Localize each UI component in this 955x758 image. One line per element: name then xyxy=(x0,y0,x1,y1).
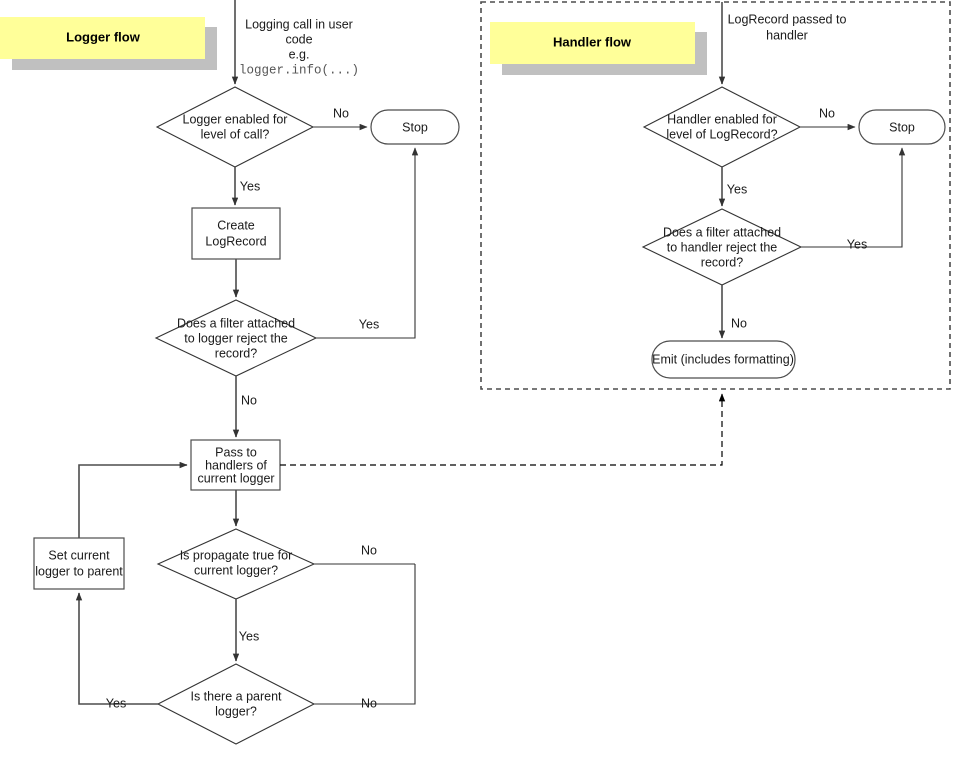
logger-filter-line3: record? xyxy=(215,346,257,360)
parent-logger-diamond xyxy=(156,663,316,745)
handler-enabled-line2: level of LogRecord? xyxy=(666,127,777,141)
node-handler-enabled: Handler enabled for level of LogRecord? xyxy=(642,86,802,168)
edge-label-handler-enabled-yes: Yes xyxy=(727,182,747,196)
handler-entry-line2: handler xyxy=(766,28,808,42)
emit-label: Emit (includes formatting) xyxy=(652,352,794,366)
edge-label-logger-filter-yes: Yes xyxy=(359,317,379,331)
create-logrecord-line2: LogRecord xyxy=(205,234,266,248)
edge-handler-filter-yes xyxy=(801,147,906,248)
logger-enabled-line1: Logger enabled for xyxy=(183,112,288,126)
pass-to-handlers-line3: current logger xyxy=(197,471,274,485)
is-propagate-line2: current logger? xyxy=(194,563,278,577)
handler-flow-banner-label: Handler flow xyxy=(553,34,632,49)
create-logrecord-line1: Create xyxy=(217,218,255,232)
node-logger-stop: Stop xyxy=(370,109,460,145)
node-handler-stop: Stop xyxy=(858,109,946,145)
node-emit: Emit (includes formatting) xyxy=(651,340,796,379)
node-parent-logger: Is there a parent logger? xyxy=(156,663,316,745)
set-current-logger-line2: logger to parent xyxy=(35,564,123,578)
handler-enabled-line1: Handler enabled for xyxy=(667,112,777,126)
logger-filter-line1: Does a filter attached xyxy=(177,316,295,330)
edge-label-handler-filter-no: No xyxy=(731,316,747,330)
edge-parent-yes xyxy=(75,592,158,705)
edge-label-logger-filter-no: No xyxy=(241,393,257,407)
node-logger-enabled: Logger enabled for level of call? xyxy=(155,86,315,168)
handler-stop-shape xyxy=(858,109,946,145)
pass-to-handlers-line2: handlers of xyxy=(205,458,267,472)
logger-entry-line1: Logging call in user xyxy=(245,17,353,31)
handler-stop-label: Stop xyxy=(889,120,915,134)
logger-filter-line2: to logger reject the xyxy=(184,331,288,345)
edge-label-parent-no: No xyxy=(361,696,377,710)
edge-label-handler-enabled-no: No xyxy=(819,106,835,120)
logger-stop-label: Stop xyxy=(402,120,428,134)
node-create-logrecord: Create LogRecord xyxy=(191,207,281,260)
handler-flow-banner-box xyxy=(490,22,695,64)
create-logrecord-box xyxy=(191,207,281,260)
edge-parent-no xyxy=(314,564,416,705)
pass-to-handlers-line1: Pass to xyxy=(215,445,257,459)
logger-flow-banner-box xyxy=(0,17,205,59)
set-current-logger-line1: Set current xyxy=(48,548,110,562)
is-propagate-line1: Is propagate true for xyxy=(180,548,293,562)
handler-entry-label: LogRecord passed to handler xyxy=(728,12,847,42)
handler-filter-line1: Does a filter attached xyxy=(663,225,781,239)
edge-label-logger-enabled-yes: Yes xyxy=(240,179,260,193)
logger-entry-line2: code xyxy=(285,32,312,46)
node-logger-filter: Does a filter attached to logger reject … xyxy=(154,299,318,377)
pass-to-handlers-box xyxy=(190,439,281,491)
logger-enabled-line2: level of call? xyxy=(201,127,270,141)
node-handler-filter: Does a filter attached to handler reject… xyxy=(641,208,803,286)
handler-filter-line3: record? xyxy=(701,255,743,269)
logger-stop-shape xyxy=(370,109,460,145)
edge-label-propagate-no: No xyxy=(361,543,377,557)
edge-logger-filter-yes xyxy=(316,147,419,339)
node-is-propagate: Is propagate true for current logger? xyxy=(156,528,316,600)
edge-handlers-to-handler-flow xyxy=(280,393,726,466)
parent-logger-line1: Is there a parent xyxy=(190,689,282,703)
logger-entry-line4-code: logger.info(...) xyxy=(239,63,359,77)
edge-label-logger-enabled-no: No xyxy=(333,106,349,120)
handler-filter-line2: to handler reject the xyxy=(667,240,778,254)
logger-flow-banner: Logger flow xyxy=(0,17,217,70)
edge-set-parent-to-handlers xyxy=(78,461,188,538)
parent-logger-line2: logger? xyxy=(215,704,257,718)
edge-label-propagate-yes: Yes xyxy=(239,629,259,643)
logger-entry-line3: e.g. xyxy=(289,47,310,61)
logger-entry-label: Logging call in user code e.g. logger.in… xyxy=(239,17,359,77)
handler-entry-line1: LogRecord passed to xyxy=(728,12,847,26)
logger-flow-banner-label: Logger flow xyxy=(66,29,141,44)
handler-flow-banner: Handler flow xyxy=(490,22,707,75)
edge-label-parent-yes: Yes xyxy=(106,696,126,710)
emit-shape xyxy=(651,340,796,379)
edge-label-handler-filter-yes: Yes xyxy=(847,237,867,251)
node-set-current-logger: Set current logger to parent xyxy=(33,537,125,590)
handler-flow-group-border xyxy=(480,1,951,390)
node-pass-to-handlers: Pass to handlers of current logger xyxy=(190,439,281,491)
